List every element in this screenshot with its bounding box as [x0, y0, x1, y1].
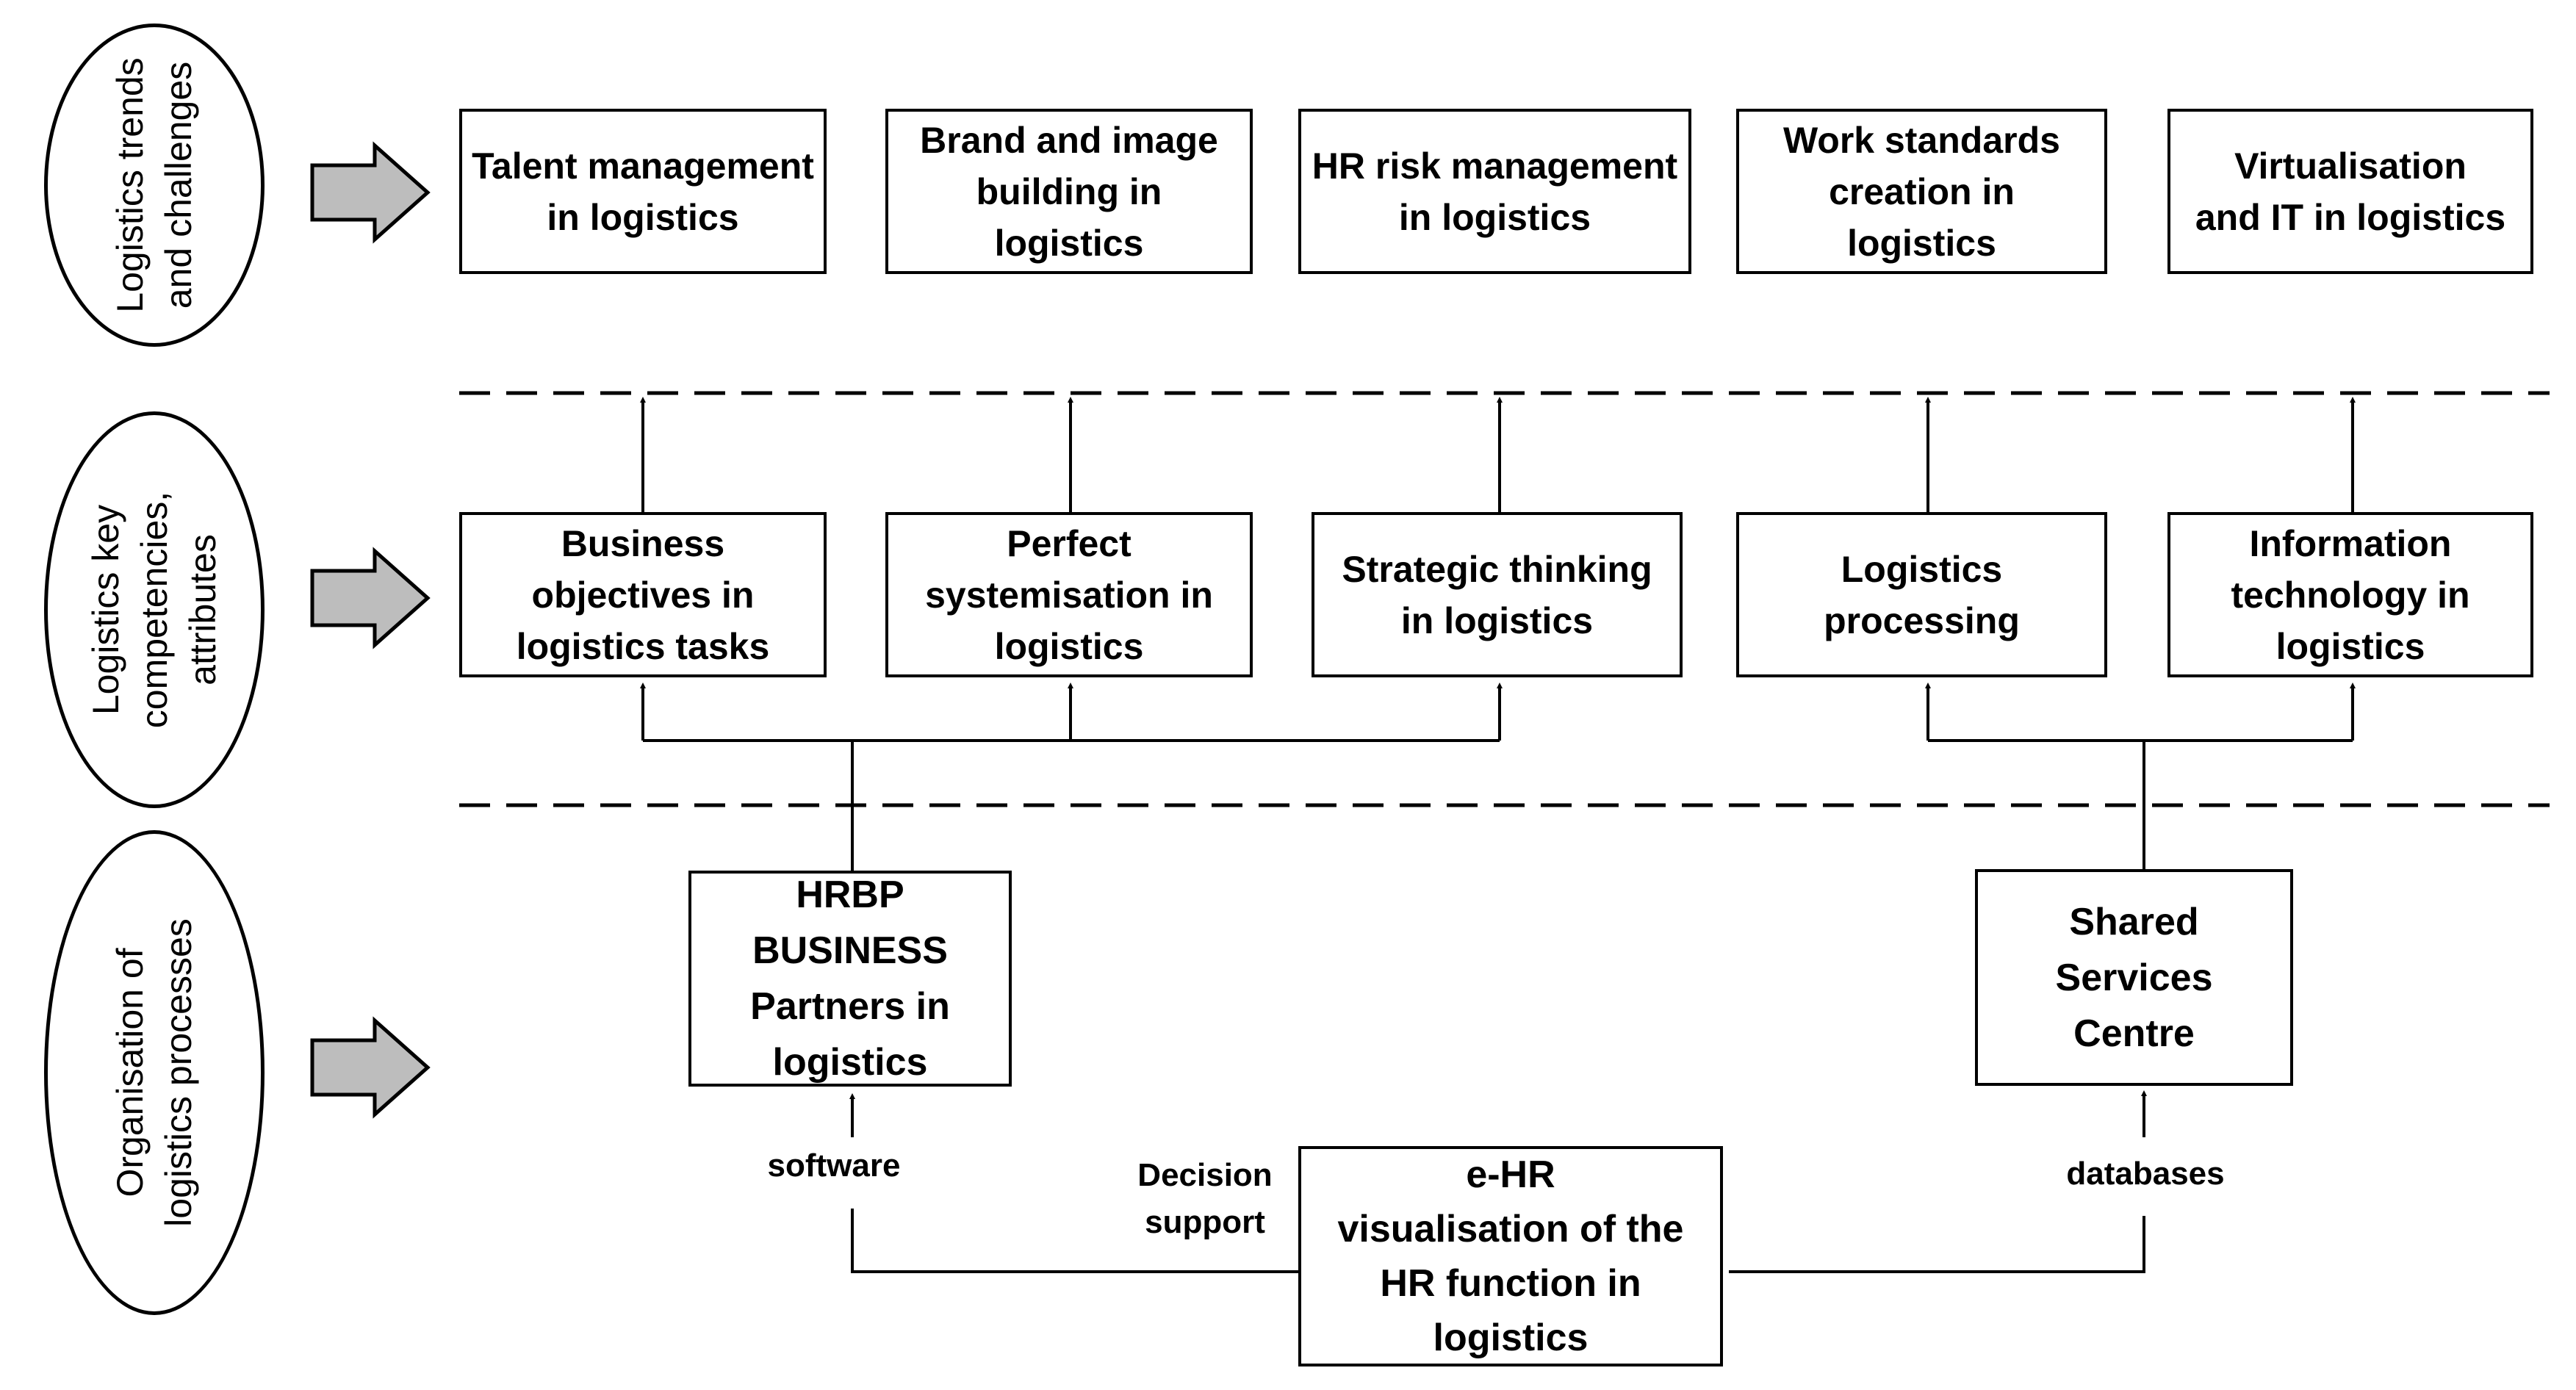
box-talent-management: Talent management in logistics: [459, 109, 827, 274]
box-virtualisation-it: Virtualisation and IT in logistics: [2167, 109, 2533, 274]
box-work-standards: Work standards creation in logistics: [1736, 109, 2107, 274]
box-hrbp-partners: HRBP BUSINESS Partners in logistics: [688, 871, 1012, 1087]
box-hr-risk-management: HR risk management in logistics: [1298, 109, 1691, 274]
box-business-objectives: Business objectives in logistics tasks: [459, 512, 827, 677]
box-strategic-thinking: Strategic thinking in logistics: [1312, 512, 1683, 677]
box-brand-image: Brand and image building in logistics: [885, 109, 1253, 274]
box-ehr-visualisation: e-HR visualisation of the HR function in…: [1298, 1146, 1723, 1366]
oval-trends-label: Logistics trends and challenges: [109, 57, 199, 313]
box-shared-services-centre: Shared Services Centre: [1975, 869, 2293, 1086]
oval-trends: Logistics trends and challenges: [44, 24, 265, 347]
software-connector: [851, 1209, 1303, 1273]
oval-competencies: Logistics key competencies, attributes: [44, 411, 265, 808]
oval-organisation: Organisation of logistics processes: [44, 830, 265, 1315]
box-logistics-processing: Logistics processing: [1736, 512, 2107, 677]
row2-arrow: [310, 547, 431, 649]
oval-competencies-label: Logistics key competencies, attributes: [85, 491, 223, 729]
row1-arrow: [310, 141, 431, 244]
label-software: software: [767, 1148, 901, 1184]
oval-organisation-label: Organisation of logistics processes: [109, 918, 199, 1227]
databases-connector: [1729, 1216, 2145, 1273]
row3-arrow: [310, 1016, 431, 1119]
label-decision-support: Decision support: [1137, 1157, 1273, 1240]
box-perfect-systemisation: Perfect systemisation in logistics: [885, 512, 1253, 677]
label-databases: databases: [2066, 1156, 2225, 1192]
box-information-technology: Information technology in logistics: [2167, 512, 2533, 677]
